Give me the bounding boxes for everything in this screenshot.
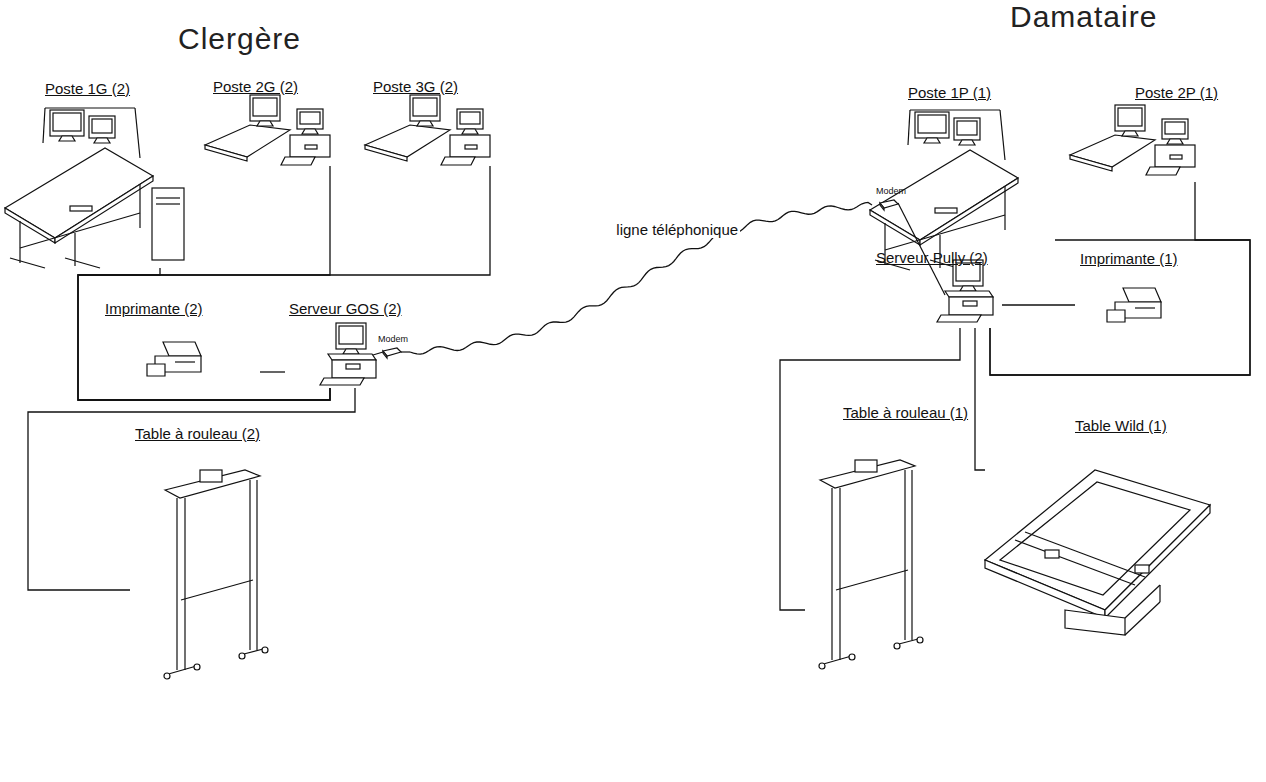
network-device: Serveur Pully (2): [872, 185, 1002, 328]
device-drawing: [937, 260, 993, 322]
network-device: Serveur GOS (2): [285, 296, 410, 388]
telephone-line: [410, 202, 872, 354]
network-device: Imprimante (1): [1075, 248, 1240, 328]
device-drawing: [819, 460, 923, 669]
device-label: Poste 2G (2): [213, 78, 298, 95]
device-drawing: [880, 200, 898, 210]
network-cable: [780, 328, 960, 610]
network-cable: [28, 388, 355, 590]
network-cable: [990, 182, 1250, 375]
network-cable: [78, 268, 330, 400]
device-drawing: [1070, 105, 1195, 175]
network-device: Poste 3G (2): [365, 76, 510, 166]
network-device: Poste 2P (1): [1060, 82, 1222, 182]
network-device: Table à rouleau (1): [805, 402, 975, 662]
network-cable: [990, 240, 1250, 375]
network-device: Poste 2G (2): [205, 76, 350, 166]
device-label: Table à rouleau (2): [135, 425, 260, 442]
device-drawing: [164, 470, 268, 679]
device-drawing: [147, 342, 201, 376]
network-cable: [260, 371, 285, 372]
device-label: Imprimante (1): [1080, 250, 1178, 267]
site-name: Damataire: [1010, 0, 1157, 34]
modem-label: Modem: [876, 186, 906, 196]
device-label: Poste 3G (2): [373, 78, 458, 95]
network-cable: [975, 328, 985, 470]
device-drawing: [383, 348, 401, 358]
device-label: Imprimante (2): [105, 300, 203, 317]
device-label: Serveur GOS (2): [289, 300, 402, 317]
device-drawing: [365, 95, 490, 165]
line-label: ligne téléphonique: [614, 221, 740, 238]
device-label: Poste 1P (1): [908, 84, 991, 101]
device-label: Serveur Pully (2): [876, 249, 988, 266]
network-device: Table Wild (1): [985, 415, 1215, 650]
network-device: Imprimante (2): [100, 296, 260, 388]
network-cable: [78, 166, 330, 400]
device-drawing: [5, 108, 153, 268]
device-drawing: [870, 110, 1018, 270]
device-label: Poste 1G (2): [45, 80, 130, 97]
network-device: Poste 1G (2): [5, 78, 195, 268]
device-label: Table à rouleau (1): [843, 404, 968, 421]
modem-label: Modem: [378, 334, 408, 344]
device-drawing: [985, 470, 1210, 635]
device-label: Poste 2P (1): [1135, 84, 1218, 101]
device-drawing: [205, 95, 330, 165]
device-drawing: [152, 188, 184, 260]
network-cable: [78, 166, 490, 400]
site-name: Clergère: [178, 22, 301, 56]
device-drawing: [320, 323, 376, 385]
network-cable: [1002, 304, 1075, 305]
network-device: Table à rouleau (2): [130, 425, 280, 700]
modem-cable: [373, 203, 945, 355]
device-drawing: [1107, 288, 1161, 322]
network-device: Poste 1P (1): [860, 82, 1055, 272]
device-label: Table Wild (1): [1075, 417, 1167, 434]
